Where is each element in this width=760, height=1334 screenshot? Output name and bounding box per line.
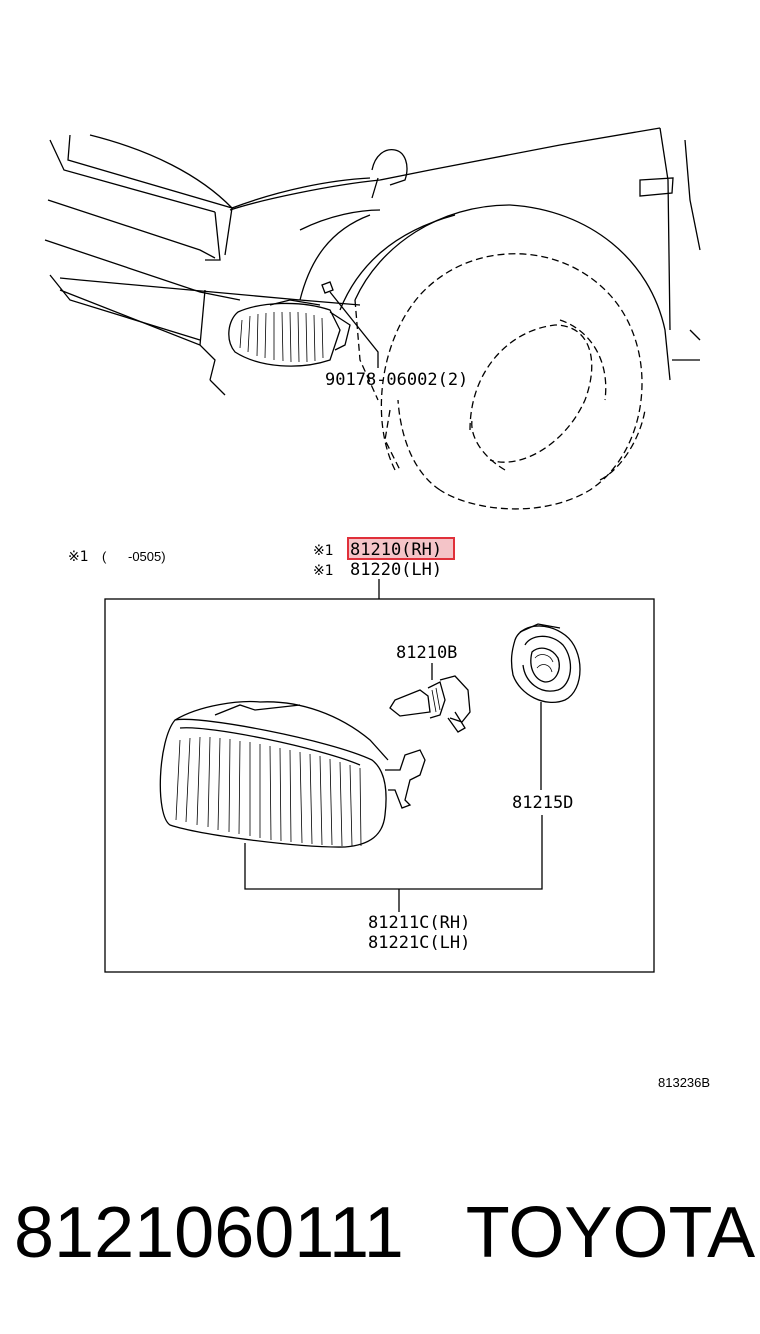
lens-rh-part-number: 81211C(RH)	[368, 913, 470, 933]
bulb-part-number: 81210B	[396, 643, 457, 663]
assembly-marker-rh: ※1	[313, 543, 334, 559]
figure-id: 813236B	[658, 1075, 710, 1090]
lens-bracket-line	[244, 815, 543, 890]
assembly-marker-lh: ※1	[313, 563, 334, 579]
lamp-housing-illustration	[159, 700, 426, 848]
lens-lh-part-number: 81221C(LH)	[368, 933, 470, 953]
footer-caption: 8121060111 TOYOTA	[14, 1188, 756, 1278]
socket-part-number: 81215D	[512, 793, 573, 813]
assembly-lh-part-number: 81220(LH)	[350, 560, 442, 580]
note-left-range: ( -0505)	[102, 549, 166, 564]
socket-illustration	[510, 623, 581, 704]
vehicle-front-illustration	[44, 127, 701, 510]
footer-part-number: 8121060111	[14, 1193, 404, 1273]
note-left-marker: ※1	[68, 549, 89, 565]
exploded-view-frame	[104, 598, 655, 973]
bulb-illustration	[389, 675, 471, 733]
clip-part-number: 90178-06002(2)	[325, 370, 468, 390]
assembly-rh-part-number[interactable]: 81210(RH)	[350, 540, 442, 560]
assembly-highlight-box	[347, 537, 455, 560]
footer-brand: TOYOTA	[465, 1193, 756, 1273]
